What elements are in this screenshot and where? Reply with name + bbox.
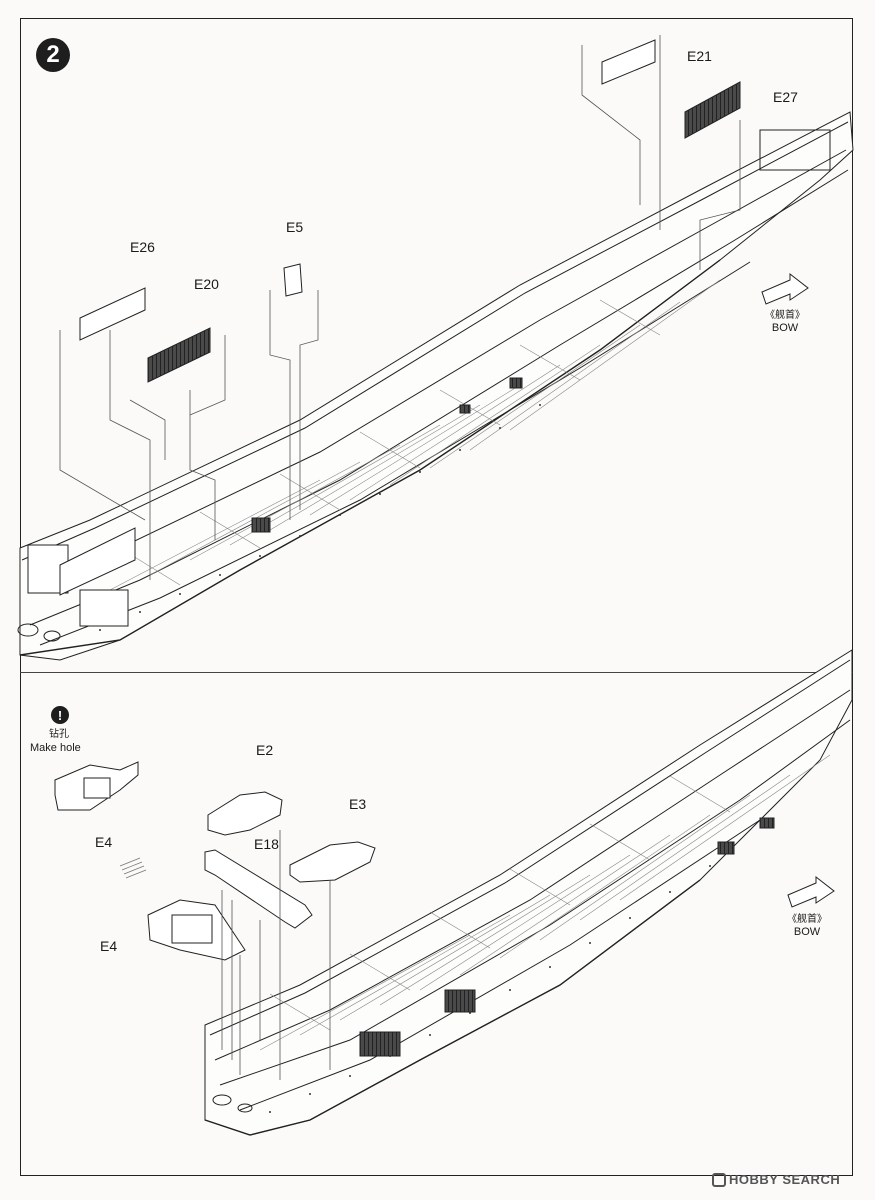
- label-e5: E5: [286, 219, 304, 235]
- part-e4-top-shape: [54, 761, 139, 811]
- step-number-badge: 2: [36, 38, 70, 72]
- bow-direction-bottom: 《舰首》 BOW: [782, 914, 832, 939]
- part-e4-bottom-shape: [147, 899, 246, 961]
- part-e2-shape: [207, 791, 283, 836]
- part-e26-shape: [79, 287, 146, 341]
- part-e18-shape: [204, 849, 313, 929]
- label-e3: E3: [349, 796, 367, 812]
- label-e18: E18: [254, 836, 279, 852]
- note-cn-label: 钻孔: [49, 729, 69, 740]
- bow-arrow-bottom: [787, 875, 835, 908]
- part-e27-shape: [684, 81, 741, 139]
- watermark: HOBBY SEARCH: [712, 1172, 840, 1187]
- label-e4-top: E4: [95, 834, 113, 850]
- watermark-logo-icon: [712, 1173, 726, 1187]
- label-e4-bottom: E4: [100, 938, 118, 954]
- texture-hatch-mark: [119, 857, 147, 879]
- warning-icon: !: [51, 706, 69, 724]
- label-e26: E26: [130, 239, 155, 255]
- top-hull: [17, 111, 854, 661]
- label-e21: E21: [687, 48, 712, 64]
- bow-cn-label-bottom: 《舰首》: [787, 914, 827, 925]
- label-e27: E27: [773, 89, 798, 105]
- bow-en-label-bottom: BOW: [793, 926, 821, 938]
- label-e2: E2: [256, 742, 274, 758]
- bow-direction-top: 《舰首》 BOW: [760, 310, 810, 335]
- top-leader-lines: [59, 35, 741, 580]
- note-make-hole-label: Make hole: [30, 742, 81, 754]
- part-e21-shape: [601, 39, 656, 85]
- part-e3-shape: [289, 841, 376, 883]
- part-e5-shape: [283, 263, 303, 297]
- watermark-text: HOBBY SEARCH: [729, 1172, 841, 1187]
- part-e20-shape: [147, 327, 211, 383]
- bottom-leader-lines: [221, 830, 331, 1080]
- section-divider: [20, 672, 853, 673]
- bow-en-label-top: BOW: [771, 322, 799, 334]
- bow-arrow-top: [761, 272, 809, 305]
- bow-cn-label-top: 《舰首》: [765, 310, 805, 321]
- bottom-hull: [204, 649, 853, 1136]
- label-e20: E20: [194, 276, 219, 292]
